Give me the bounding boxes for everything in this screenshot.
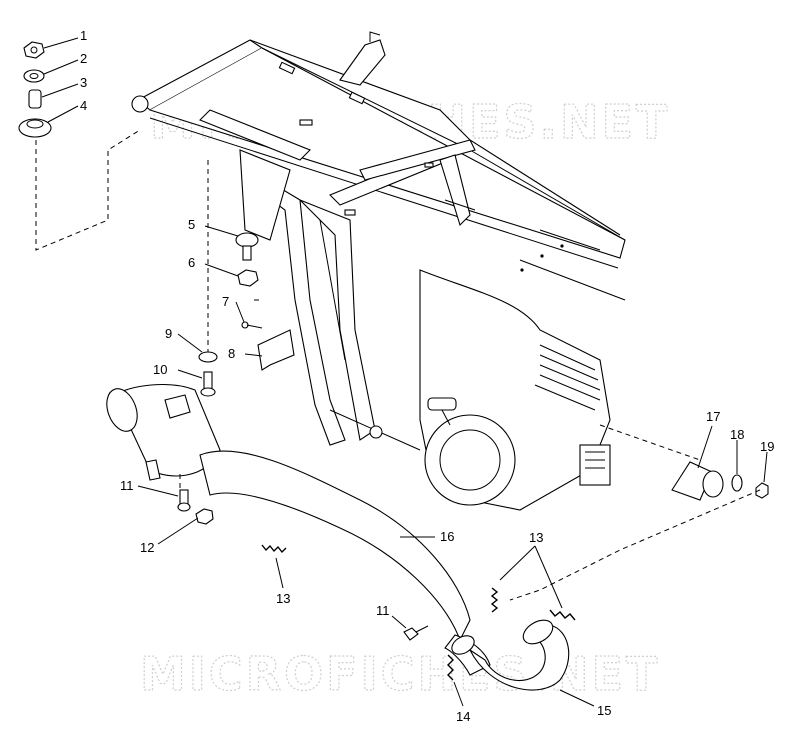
callout-13-right: 13: [529, 530, 543, 545]
callout-17: 17: [706, 409, 720, 424]
callout-11-lower: 11: [376, 603, 390, 618]
callout-10: 10: [153, 362, 167, 377]
exhaust-pipe: [199, 450, 570, 691]
part-5-rubber-bumper: [235, 232, 259, 261]
callout-7: 7: [222, 294, 229, 309]
part-6-nut: [237, 269, 259, 287]
callout-6: 6: [188, 255, 195, 270]
part-13-spring-mid: [490, 587, 499, 613]
watermark-bottom: MICROFICHES.NET: [140, 647, 660, 701]
part-18-gasket: [731, 474, 743, 492]
part-19-nut: [755, 482, 769, 499]
callout-5: 5: [188, 217, 195, 232]
part-11-bolt-upper: [177, 489, 191, 512]
callout-8: 8: [228, 346, 235, 361]
part-10-bolt: [200, 371, 216, 397]
callout-16: 16: [440, 529, 454, 544]
part-7-screw: [241, 321, 263, 329]
callout-18: 18: [730, 427, 744, 442]
part-13-spring-left: [261, 544, 287, 554]
part-17-flange: [671, 461, 724, 501]
muffler: [106, 384, 221, 481]
engine: [369, 269, 611, 511]
leader-lines: [41, 37, 768, 707]
part-9-washer: [198, 351, 218, 363]
callout-4: 4: [80, 98, 87, 113]
callouts: 1 2 3 4 5 6 7 8 9 10 11 12 13 16 17 18 1…: [80, 28, 774, 724]
part-1-nut: [23, 41, 45, 59]
callout-11-upper: 11: [120, 478, 134, 493]
callout-9: 9: [165, 326, 172, 341]
callout-1: 1: [80, 28, 87, 43]
part-11-bolt-lower: [403, 625, 429, 641]
part-8-bracket: [257, 329, 295, 371]
callout-15: 15: [597, 703, 611, 718]
part-4-grommet: [18, 118, 52, 138]
part-12-nut: [195, 508, 214, 525]
callout-12: 12: [140, 540, 154, 555]
callout-2: 2: [80, 51, 87, 66]
alignment-lines: [35, 129, 761, 601]
frame: [131, 31, 626, 451]
callout-14: 14: [456, 709, 470, 724]
part-3-bushing: [28, 89, 42, 109]
callout-13-left: 13: [276, 591, 290, 606]
part-2-washer: [23, 69, 45, 83]
part-13-spring-right: [549, 609, 576, 621]
callout-19: 19: [760, 439, 774, 454]
callout-3: 3: [80, 75, 87, 90]
part-14-spring: [447, 654, 454, 681]
